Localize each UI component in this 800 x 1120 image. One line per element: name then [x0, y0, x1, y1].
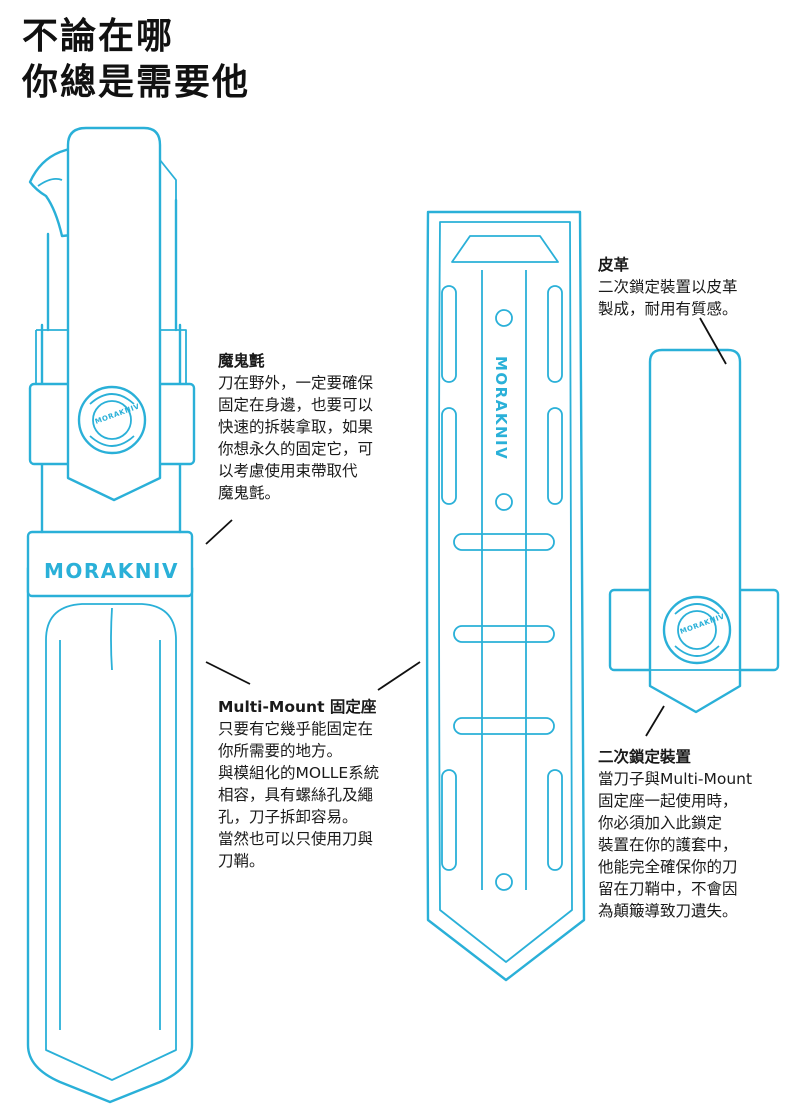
- lock-annotation: 二次鎖定裝置 當刀子與Multi-Mount 固定座一起使用時， 你必須加入此鎖…: [598, 746, 752, 922]
- multimount-annotation: Multi-Mount 固定座 只要有它幾乎能固定在 你所需要的地方。 與模組化…: [218, 696, 379, 872]
- multimount-line: 刀鞘。: [218, 852, 265, 870]
- velcro-title: 魔鬼氈: [218, 352, 265, 370]
- lock-title: 二次鎖定裝置: [598, 748, 692, 766]
- lock-line: 留在刀鞘中，不會因: [598, 880, 738, 898]
- multimount-illustration: [425, 210, 586, 982]
- leader-lines: [205, 317, 727, 737]
- multimount-line: 只要有它幾乎能固定在: [218, 720, 374, 738]
- multimount-line: 孔，刀子拆卸容易。: [218, 808, 358, 826]
- headline: 不論在哪 你總是需要他: [22, 14, 250, 106]
- velcro-line: 固定在身邊，也要可以: [218, 396, 374, 414]
- lock-strap-illustration: [608, 348, 780, 714]
- lock-line: 固定座一起使用時，: [598, 792, 738, 810]
- multimount-line: 相容，具有螺絲孔及繩: [218, 786, 374, 804]
- leather-line: 製成，耐用有質感。: [598, 300, 738, 318]
- brand-wordmark-plate: MORAKNIV: [492, 356, 510, 460]
- lock-line: 為顛簸導致刀遺失。: [598, 902, 738, 920]
- multimount-line: 當然也可以只使用刀與: [218, 830, 374, 848]
- lock-line: 他能完全確保你的刀: [598, 858, 738, 876]
- brand-wordmark-sheath: MORAKNIV: [44, 559, 179, 583]
- leather-line: 二次鎖定裝置以皮革: [598, 278, 738, 296]
- leather-title: 皮革: [598, 256, 630, 274]
- velcro-line: 你想永久的固定它，可: [218, 440, 374, 458]
- lock-line: 你必須加入此鎖定: [598, 814, 723, 832]
- velcro-annotation: 魔鬼氈 刀在野外，一定要確保 固定在身邊，也要可以 快速的拆裝拿取，如果 你想永…: [218, 350, 373, 504]
- velcro-line: 以考慮使用束帶取代: [218, 462, 358, 480]
- velcro-line: 魔鬼氈。: [218, 484, 281, 502]
- headline-line-1: 不論在哪: [22, 16, 175, 57]
- velcro-line: 刀在野外，一定要確保: [218, 374, 374, 392]
- leather-annotation: 皮革 二次鎖定裝置以皮革 製成，耐用有質感。: [598, 254, 738, 320]
- multimount-title: Multi-Mount 固定座: [218, 698, 377, 716]
- multimount-line: 你所需要的地方。: [218, 742, 343, 760]
- lock-line: 當刀子與Multi-Mount: [598, 770, 753, 788]
- headline-line-2: 你總是需要他: [22, 62, 251, 103]
- knife-sheath-illustration: [26, 126, 196, 1104]
- lock-line: 裝置在你的護套中，: [598, 836, 738, 854]
- multimount-line: 與模組化的MOLLE系統: [218, 764, 380, 782]
- velcro-line: 快速的拆裝拿取，如果: [218, 418, 374, 436]
